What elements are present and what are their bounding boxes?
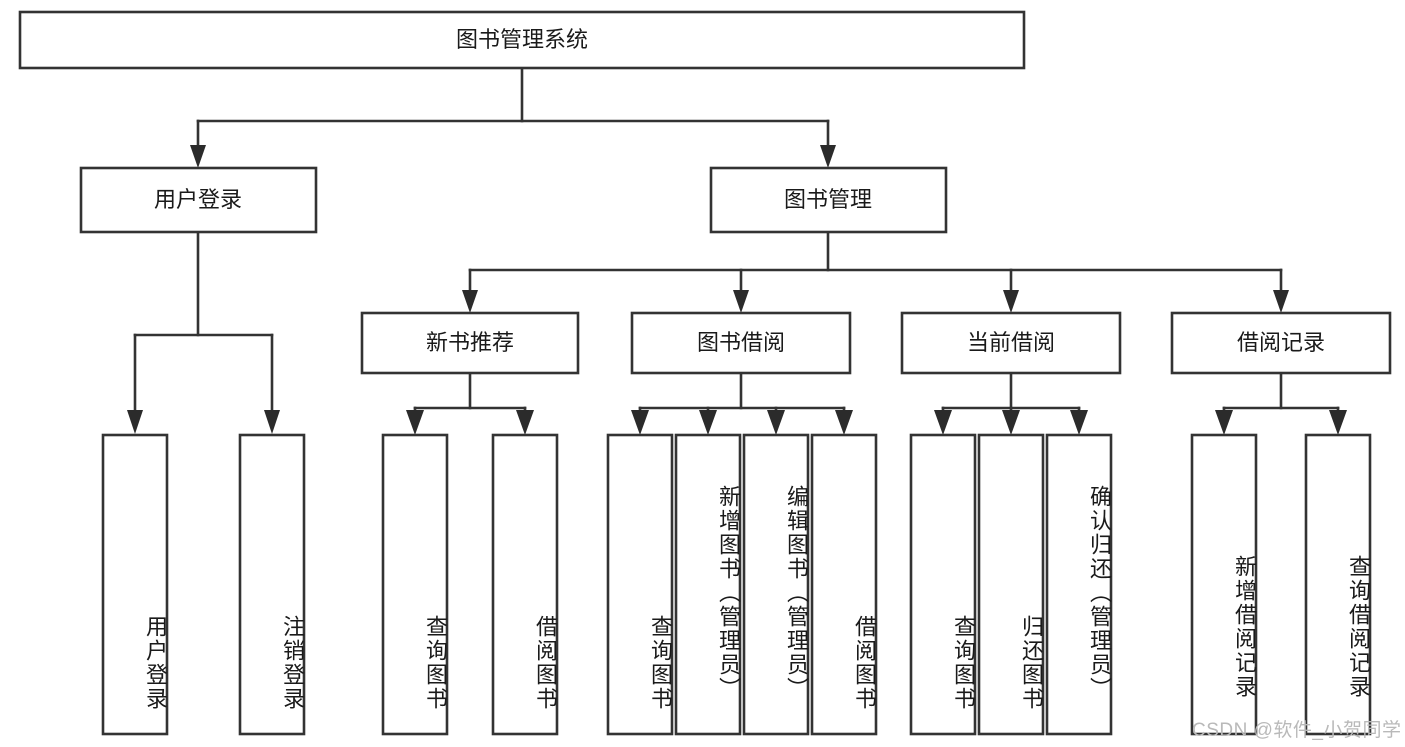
node-leaf-confirm-return-box[interactable] <box>1045 433 1113 736</box>
node-borrow-record-label: 借阅记录 <box>1237 330 1325 355</box>
arrow-to-leaf-query-book-2 <box>631 410 649 435</box>
arrow-to-new-book-rec <box>462 290 478 313</box>
node-book-manage-label: 图书管理 <box>784 187 872 212</box>
node-new-book-rec-box[interactable] <box>360 311 580 375</box>
node-leaf-borrow-book-1-box[interactable] <box>491 433 559 736</box>
node-current-borrow-label: 当前借阅 <box>967 330 1055 355</box>
arrow-to-leaf-user-login <box>127 410 143 434</box>
node-current-borrow-box[interactable] <box>900 311 1122 375</box>
arrow-to-leaf-edit-book <box>767 410 785 435</box>
node-leaf-add-record-box[interactable] <box>1190 433 1258 736</box>
arrow-to-leaf-logout <box>264 410 280 434</box>
node-leaf-query-book-1-box[interactable] <box>381 433 449 736</box>
node-root-box[interactable] <box>18 10 1026 70</box>
node-borrow-record-box[interactable] <box>1170 311 1392 375</box>
arrow-to-leaf-query-book-3 <box>934 410 952 435</box>
arrow-to-borrow-record <box>1273 290 1289 313</box>
arrow-to-book-manage <box>820 145 836 168</box>
node-leaf-query-record-box[interactable] <box>1304 433 1372 736</box>
arrow-to-current-borrow <box>1003 290 1019 313</box>
node-root-label: 图书管理系统 <box>456 27 588 52</box>
arrow-to-leaf-query-book-1 <box>406 410 424 435</box>
connector-layer <box>127 66 1347 435</box>
arrow-to-leaf-add-record <box>1215 410 1233 435</box>
arrow-to-leaf-borrow-book-2 <box>835 410 853 435</box>
node-current-borrow[interactable]: 当前借阅 <box>900 311 1122 375</box>
arrow-to-leaf-query-record <box>1329 410 1347 435</box>
node-leaf-user-login-box[interactable] <box>101 433 169 736</box>
node-user-login-label: 用户登录 <box>154 187 242 212</box>
node-layer: 图书管理系统 用户登录 图书管理 新书推荐 图书借阅 <box>18 10 1392 736</box>
node-new-book-rec-label: 新书推荐 <box>426 330 514 355</box>
arrow-to-leaf-add-book <box>699 410 717 435</box>
node-book-borrow-box[interactable] <box>630 311 852 375</box>
node-root[interactable]: 图书管理系统 <box>18 10 1026 70</box>
node-leaf-add-book-box[interactable] <box>674 433 742 736</box>
node-book-manage[interactable]: 图书管理 <box>709 166 948 234</box>
node-user-login[interactable]: 用户登录 <box>79 166 318 234</box>
node-book-borrow[interactable]: 图书借阅 <box>630 311 852 375</box>
node-leaf-logout-box[interactable] <box>238 433 306 736</box>
arrow-to-leaf-borrow-book-1 <box>516 410 534 435</box>
arrow-to-user-login <box>190 145 206 168</box>
node-book-borrow-label: 图书借阅 <box>697 330 785 355</box>
node-book-manage-box[interactable] <box>709 166 948 234</box>
node-leaf-borrow-book-2-box[interactable] <box>810 433 878 736</box>
node-user-login-box[interactable] <box>79 166 318 234</box>
arrow-to-leaf-return-book <box>1002 410 1020 435</box>
node-leaf-edit-book-box[interactable] <box>742 433 810 736</box>
arrow-to-leaf-confirm-return <box>1070 410 1088 435</box>
node-leaf-query-book-2-box[interactable] <box>606 433 674 736</box>
node-leaf-return-book-box[interactable] <box>977 433 1045 736</box>
csdn-watermark: CSDN @软件_小贺同学 <box>1192 720 1402 741</box>
arrow-to-book-borrow <box>733 290 749 313</box>
node-leaf-query-book-3-box[interactable] <box>909 433 977 736</box>
node-borrow-record[interactable]: 借阅记录 <box>1170 311 1392 375</box>
node-new-book-rec[interactable]: 新书推荐 <box>360 311 580 375</box>
